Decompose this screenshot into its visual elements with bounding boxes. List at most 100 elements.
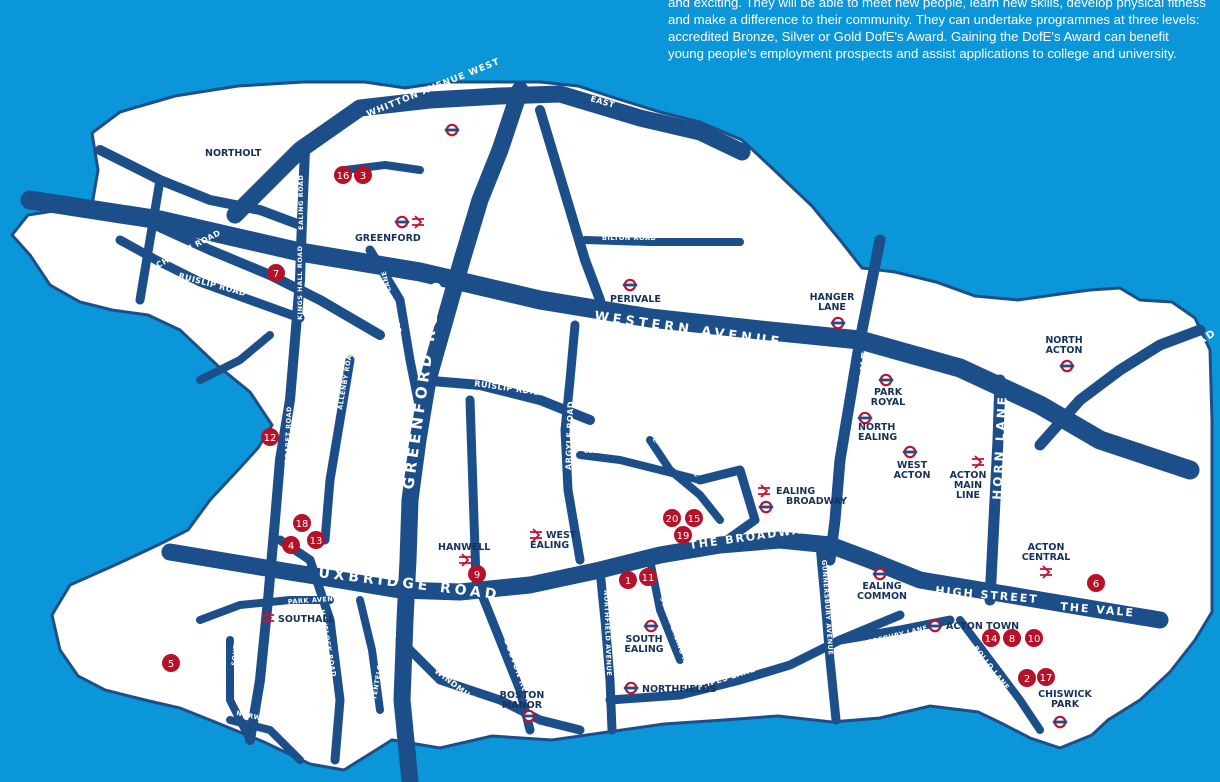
venue-marker-icon <box>619 571 637 589</box>
venue-marker-icon <box>1018 669 1036 687</box>
venue-marker-15[interactable]: 15 <box>685 509 703 527</box>
station-label-perivale: PERIVALE <box>610 294 661 305</box>
venue-marker-number: 6 <box>1093 579 1099 590</box>
venue-marker-10[interactable]: 10 <box>1025 629 1043 647</box>
venue-marker-number: 20 <box>666 514 679 525</box>
venue-marker-number: 7 <box>273 269 279 280</box>
venue-marker-18[interactable]: 18 <box>293 514 311 532</box>
venue-marker-17[interactable]: 17 <box>1037 668 1055 686</box>
venue-marker-6[interactable]: 6 <box>1087 574 1105 592</box>
venue-marker-icon <box>639 568 657 586</box>
intro-paragraph: and exciting. They will be able to meet … <box>668 0 1206 61</box>
venue-marker-icon <box>1003 629 1021 647</box>
venue-marker-icon <box>293 514 311 532</box>
station-label-northfields: NORTHFIELDS <box>642 684 717 695</box>
underground-roundel-icon <box>757 500 775 514</box>
venue-marker-number: 1 <box>625 576 631 587</box>
road-label-park-avenue: PARK AVENUE <box>288 594 345 606</box>
road-label-cleveland-rd: CLEVELAND RD <box>584 449 637 455</box>
venue-marker-icon <box>282 536 300 554</box>
underground-roundel-icon <box>926 619 944 633</box>
venue-marker-7[interactable]: 7 <box>267 264 285 282</box>
underground-roundel-icon <box>1058 359 1076 373</box>
venue-marker-20[interactable]: 20 <box>663 509 681 527</box>
road-label-bilton-road: BILTON ROAD <box>602 234 656 242</box>
station-label-greenford: GREENFORD <box>355 233 421 244</box>
venue-marker-icon <box>685 509 703 527</box>
underground-roundel-icon <box>901 445 919 459</box>
venue-marker-icon <box>307 531 325 549</box>
venue-marker-number: 9 <box>474 570 480 581</box>
venue-marker-icon <box>663 509 681 527</box>
venue-marker-1[interactable]: 1 <box>619 571 637 589</box>
venue-marker-2[interactable]: 2 <box>1018 669 1036 687</box>
road-label-greenford-avenue: GREENFORD AVENUE <box>474 440 485 525</box>
venue-marker-number: 18 <box>296 519 309 530</box>
venue-marker-number: 3 <box>360 171 366 182</box>
venue-marker-number: 16 <box>337 171 350 182</box>
venue-marker-number: 14 <box>985 634 998 645</box>
venue-marker-number: 2 <box>1024 674 1030 685</box>
road-western-avenue <box>20 190 1200 480</box>
road-label-horn-lane: HORN LANE <box>990 394 1010 500</box>
road-label-ealing-road: EALING ROAD <box>297 175 305 230</box>
venue-marker-16[interactable]: 16 <box>334 166 352 184</box>
underground-roundel-icon <box>520 709 538 723</box>
venue-marker-4[interactable]: 4 <box>282 536 300 554</box>
venue-markers: 1 11 2 17 16 3 7 12 18 4 13 5 6 9 20 15 … <box>162 166 1105 687</box>
venue-marker-5[interactable]: 5 <box>162 654 180 672</box>
venue-marker-number: 5 <box>168 659 174 670</box>
venue-marker-13[interactable]: 13 <box>307 531 325 549</box>
venue-marker-icon <box>1087 574 1105 592</box>
underground-roundel-icon <box>829 316 847 330</box>
road-label-northfield-avenue: NORTHFIELD AVENUE <box>602 590 613 677</box>
station-label-southall: SOUTHALL <box>278 614 335 625</box>
venue-marker-number: 17 <box>1040 673 1053 684</box>
station-label-hanwell: HANWELL <box>438 542 490 553</box>
venue-marker-icon <box>674 526 692 544</box>
underground-roundel-icon <box>642 619 660 633</box>
venue-marker-icon <box>982 629 1000 647</box>
underground-roundel-icon <box>393 215 411 229</box>
venue-marker-number: 11 <box>642 573 655 584</box>
venue-marker-number: 4 <box>288 541 294 552</box>
station-label-acton-town: ACTON TOWN <box>946 621 1019 632</box>
road-whitton-avenue-west <box>226 85 751 224</box>
venue-marker-19[interactable]: 19 <box>674 526 692 544</box>
road-label-argyle-road: ARGYLE ROAD <box>564 401 575 470</box>
venue-marker-icon <box>354 166 372 184</box>
venue-marker-8[interactable]: 8 <box>1003 629 1021 647</box>
venue-marker-3[interactable]: 3 <box>354 166 372 184</box>
underground-roundel-icon <box>1051 715 1069 729</box>
venue-marker-icon <box>162 654 180 672</box>
underground-roundel-icon <box>443 123 461 137</box>
venue-marker-icon <box>1025 629 1043 647</box>
underground-roundel-icon <box>622 681 640 695</box>
venue-marker-14[interactable]: 14 <box>982 629 1000 647</box>
road-label-the-vale: THE VALE <box>1060 600 1136 619</box>
venue-marker-icon <box>468 565 486 583</box>
venue-marker-number: 12 <box>264 433 277 444</box>
venue-marker-9[interactable]: 9 <box>468 565 486 583</box>
venue-marker-12[interactable]: 12 <box>261 428 279 446</box>
venue-marker-number: 19 <box>677 531 690 542</box>
venue-marker-icon <box>267 264 285 282</box>
underground-roundel-icon <box>877 373 895 387</box>
venue-marker-icon <box>1037 668 1055 686</box>
venue-marker-11[interactable]: 11 <box>639 568 657 586</box>
venue-marker-icon <box>261 428 279 446</box>
